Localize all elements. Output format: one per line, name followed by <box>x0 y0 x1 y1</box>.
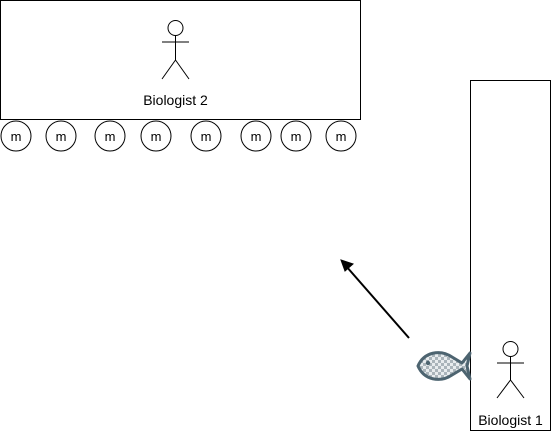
marker: m <box>140 120 172 152</box>
arrow-icon <box>340 259 410 339</box>
marker: m <box>325 120 357 152</box>
marker-label: m <box>105 129 116 144</box>
marker: m <box>280 120 312 152</box>
biologist-2-box: Biologist 2 <box>0 0 361 120</box>
marker: m <box>190 120 222 152</box>
biologist-2-label: Biologist 2 <box>143 92 208 108</box>
marker: m <box>45 120 77 152</box>
marker: m <box>0 120 32 152</box>
marker-label: m <box>151 129 162 144</box>
marker-label: m <box>291 129 302 144</box>
marker-label: m <box>56 129 67 144</box>
marker-label: m <box>251 129 262 144</box>
biologist-1-label: Biologist 1 <box>478 412 543 428</box>
marker-label: m <box>11 129 22 144</box>
marker-row: m m m m m m m m <box>0 120 357 152</box>
biologist-1-box: Biologist 1 <box>470 80 551 431</box>
person-icon <box>161 20 190 80</box>
marker: m <box>240 120 272 152</box>
marker-label: m <box>336 129 347 144</box>
marker-label: m <box>201 129 212 144</box>
fish-icon <box>416 351 472 381</box>
marker: m <box>94 120 126 152</box>
person-icon <box>496 341 525 399</box>
